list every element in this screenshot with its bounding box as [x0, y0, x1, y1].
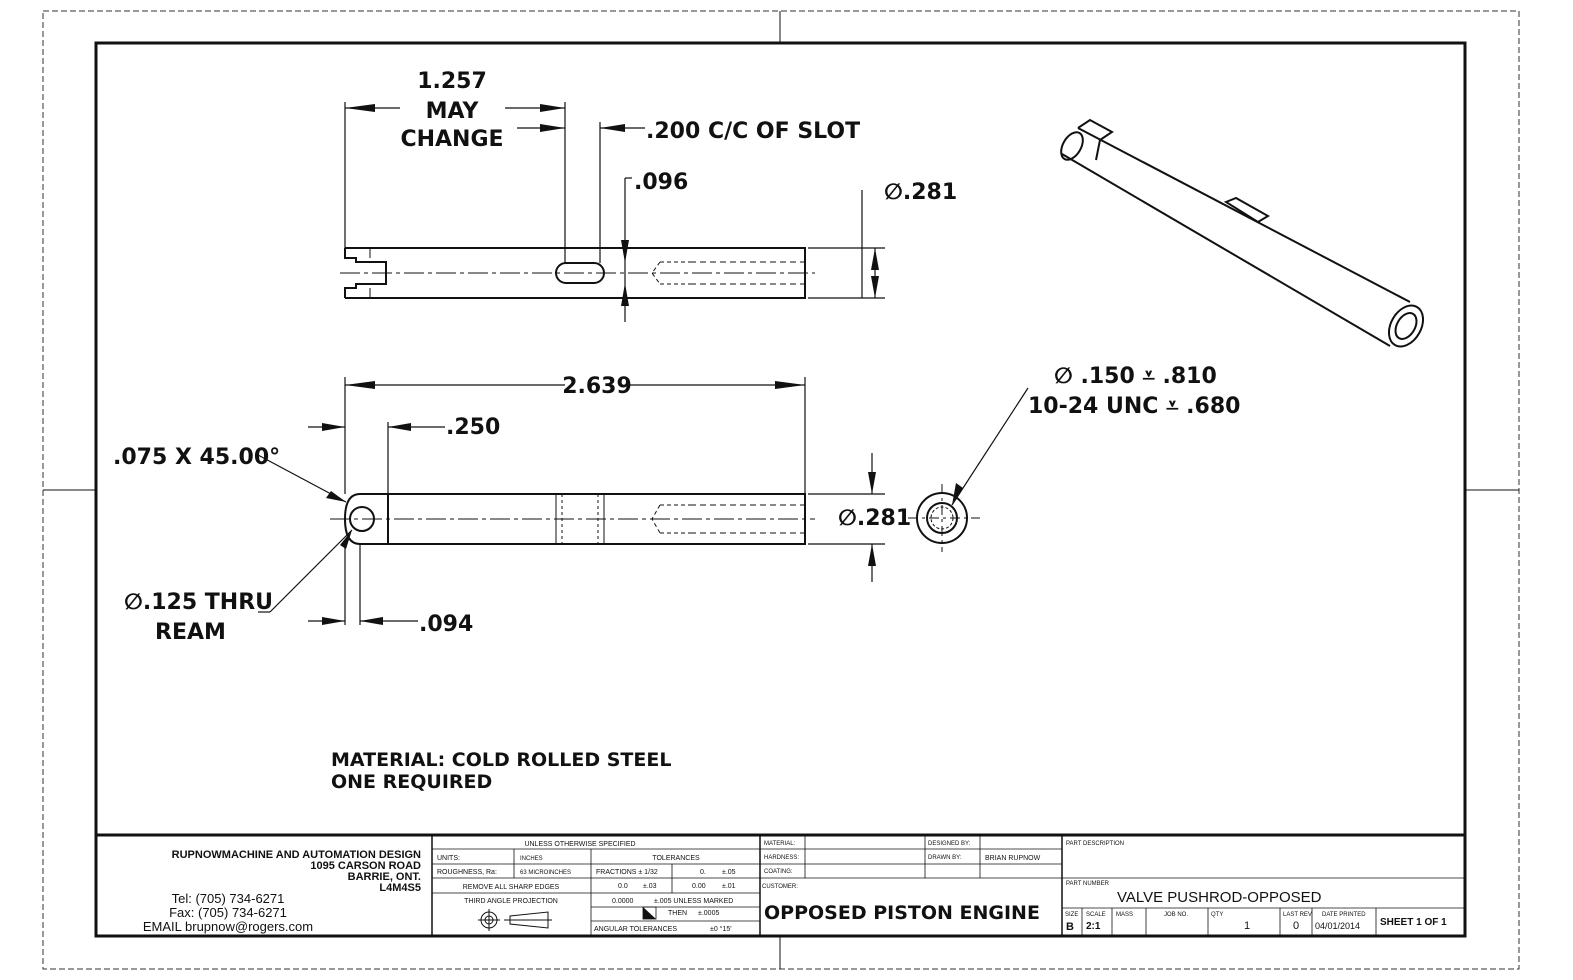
- fractions: FRACTIONS ± 1/32: [596, 869, 658, 876]
- qty-value: 1: [1244, 920, 1250, 932]
- top-view: 1.257 MAY CHANGE .200 C/C OF SLOT .096 ∅…: [340, 69, 957, 322]
- quantity-note: ONE REQUIRED: [331, 771, 492, 793]
- dim-hole: ∅.125 THRU: [124, 590, 273, 615]
- qty-label: QTY: [1211, 912, 1223, 918]
- projection-label: THIRD ANGLE PROJECTION: [464, 898, 558, 905]
- company-street: 1095 CARSON ROAD: [310, 860, 421, 872]
- coating-label: COATING:: [764, 869, 793, 875]
- company-email: EMAIL brupnow@rogers.com: [143, 919, 313, 934]
- dim-1257: 1.257: [417, 69, 487, 94]
- company-fax: Fax: (705) 734-6271: [169, 905, 287, 920]
- zone-marks: [43, 11, 1519, 969]
- last-rev-value: 0: [1293, 920, 1299, 932]
- dim-may: MAY: [426, 99, 480, 124]
- end-callout-2: 10-24 UNC ⩡ .680: [1028, 394, 1240, 419]
- company-tel: Tel: (705) 734-6271: [172, 891, 285, 906]
- units-label: UNITS:: [437, 855, 460, 862]
- part-description-label: PART DESCRIPTION: [1066, 841, 1124, 847]
- mass-label: MASS: [1116, 912, 1133, 918]
- material-label: MATERIAL:: [764, 841, 796, 847]
- tol-0000: 0.0000: [612, 898, 634, 905]
- customer-value: OPPOSED PISTON ENGINE: [764, 902, 1040, 924]
- drawn-by-value: BRIAN RUPNOW: [985, 855, 1041, 862]
- dim-250: .250: [446, 415, 500, 440]
- end-callout-1: ∅ .150 ⩡ .810: [1054, 364, 1217, 389]
- then-label: THEN: [668, 910, 687, 917]
- scale-label: SCALE: [1086, 912, 1106, 918]
- units-value: INCHES: [520, 856, 543, 862]
- dim-overall-length: 2.639: [562, 374, 632, 399]
- scale-value: 2:1: [1086, 921, 1101, 932]
- tol-000: 0.00: [692, 883, 706, 890]
- tol-0: 0.: [700, 869, 706, 876]
- inner-border: [94, 41, 1467, 938]
- square-symbol-fill-icon: [643, 907, 656, 919]
- outer-frame: [42, 10, 1520, 970]
- roughness-label: ROUGHNESS, Ra:: [437, 869, 497, 876]
- part-number-label: PART NUMBER: [1066, 881, 1110, 887]
- designed-by-label: DESIGNED BY:: [928, 841, 971, 847]
- company-city: BARRIE, ONT.: [348, 871, 421, 883]
- dim-change: CHANGE: [400, 127, 503, 152]
- dim-094: .094: [419, 612, 473, 637]
- tol-00: 0.0: [618, 883, 628, 890]
- date-value: 04/01/2014: [1315, 921, 1360, 931]
- title-block: RUPNOWMACHINE AND AUTOMATION DESIGN 1095…: [96, 833, 1465, 936]
- sheet-number: SHEET 1 OF 1: [1380, 917, 1447, 928]
- tol-0-value: ±.05: [722, 869, 736, 876]
- dim-diameter-top: ∅.281: [884, 180, 957, 205]
- customer-label: CUSTOMER:: [762, 884, 798, 890]
- tol-000-value: ±.01: [722, 883, 736, 890]
- third-angle-projection-icon: [478, 909, 552, 931]
- spec-header: UNLESS OTHERWISE SPECIFIED: [524, 841, 635, 848]
- dim-ream: REAM: [155, 620, 226, 645]
- part-number-value: VALVE PUSHROD-OPPOSED: [1117, 889, 1322, 906]
- angular-value: ±0 °15': [710, 925, 732, 933]
- tolerances-header: TOLERANCES: [652, 855, 700, 862]
- roughness-value: 63 MICROINCHES: [520, 870, 571, 876]
- material-note: MATERIAL: COLD ROLLED STEEL: [331, 749, 671, 771]
- company-postal: L4M4S5: [379, 882, 421, 894]
- tol-0000-value: ±.005 UNLESS MARKED: [654, 898, 733, 905]
- last-rev-label: LAST REV: [1283, 912, 1312, 918]
- job-label: JOB NO.: [1164, 912, 1188, 918]
- then-value: ±.0005: [698, 910, 719, 917]
- dim-slot-width: .096: [634, 170, 688, 195]
- dim-slot-cc: .200 C/C OF SLOT: [646, 119, 860, 144]
- company-name: RUPNOWMACHINE AND AUTOMATION DESIGN: [172, 849, 421, 861]
- dim-chamfer: .075 X 45.00°: [113, 445, 280, 470]
- front-view: 2.639 .250 .075 X 45.00° ∅.125 THRU REAM…: [113, 374, 911, 645]
- size-value: B: [1066, 921, 1074, 933]
- date-label: DATE PRINTED: [1322, 912, 1366, 918]
- isometric-view: [1060, 118, 1425, 348]
- dim-diameter-front: ∅.281: [838, 506, 911, 531]
- hardness-label: HARDNESS:: [764, 855, 799, 861]
- angular-label: ANGULAR TOLERANCES: [594, 926, 677, 933]
- tol-00-value: ±.03: [643, 883, 657, 890]
- end-view: ∅ .150 ⩡ .810 10-24 UNC ⩡ .680: [908, 364, 1240, 552]
- sharp-edges: REMOVE ALL SHARP EDGES: [463, 884, 560, 891]
- size-label: SIZE: [1065, 912, 1078, 918]
- drawn-by-label: DRAWN BY:: [928, 855, 962, 861]
